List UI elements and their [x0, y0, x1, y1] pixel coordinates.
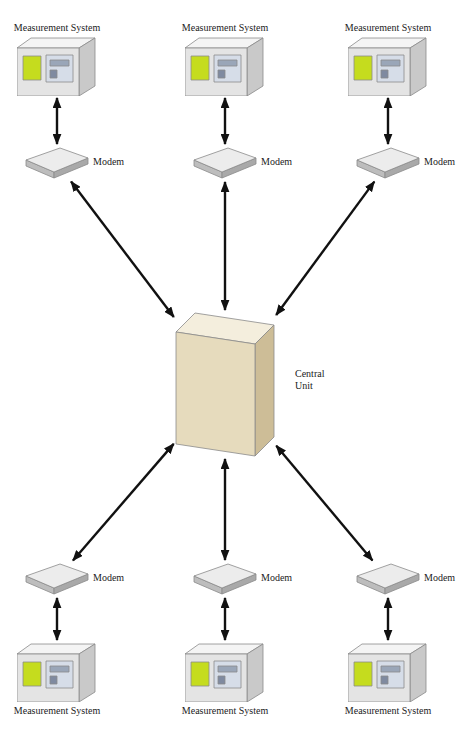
modem-top — [357, 564, 419, 588]
drive-slot — [218, 666, 237, 672]
computer-screen — [191, 56, 209, 80]
node-label: Modem — [93, 572, 124, 584]
modem-icon — [355, 146, 421, 180]
measurement-system: Measurement System — [17, 36, 97, 96]
connector-arrow — [73, 444, 174, 561]
computer-side — [79, 38, 95, 96]
server-front — [176, 332, 255, 456]
computer-front — [17, 48, 79, 96]
computer-front — [348, 48, 410, 96]
drive-slot — [50, 70, 57, 78]
drive-slot — [218, 70, 225, 78]
modem-top — [194, 564, 256, 588]
connector-arrow — [276, 446, 372, 561]
connector-arrow — [224, 182, 226, 310]
connector-arrow — [387, 598, 389, 640]
modem-box: Modem — [24, 146, 90, 180]
drive-slot — [50, 60, 69, 66]
connector-arrow — [56, 98, 58, 144]
modem-icon — [355, 562, 421, 596]
computer-side — [247, 38, 263, 96]
pc-icon — [185, 36, 265, 96]
modem-box: Modem — [355, 562, 421, 596]
pc-icon — [348, 642, 428, 702]
connector-arrow — [276, 182, 374, 315]
computer-front — [348, 654, 410, 702]
computer-front — [185, 654, 247, 702]
computer-panel — [46, 55, 73, 82]
computer-side — [410, 38, 426, 96]
connector-arrow — [224, 459, 226, 560]
connector-arrow — [387, 98, 389, 144]
computer-screen — [191, 662, 209, 686]
node-label: Measurement System — [179, 22, 271, 34]
measurement-system: Measurement System — [348, 642, 428, 702]
node-label: Measurement System — [179, 705, 271, 717]
modem-icon — [192, 146, 258, 180]
modem-box: Modem — [192, 562, 258, 596]
drive-slot — [381, 70, 388, 78]
measurement-system: Measurement System — [185, 36, 265, 96]
computer-side — [79, 644, 95, 702]
drive-slot — [50, 676, 57, 684]
modem-icon — [192, 562, 258, 596]
pc-icon — [185, 642, 265, 702]
computer-side — [247, 644, 263, 702]
pc-icon — [348, 36, 428, 96]
measurement-system: Measurement System — [348, 36, 428, 96]
node-label: Measurement System — [11, 705, 103, 717]
server-icon — [175, 312, 275, 457]
connector-arrow — [224, 598, 226, 640]
computer-screen — [354, 662, 372, 686]
measurement-system: Measurement System — [185, 642, 265, 702]
connector-arrow — [71, 182, 174, 317]
modem-top — [194, 148, 256, 172]
drive-slot — [381, 676, 388, 684]
drive-slot — [381, 60, 400, 66]
node-label: Measurement System — [342, 705, 434, 717]
computer-front — [17, 654, 79, 702]
computer-panel — [377, 55, 404, 82]
modem-top — [26, 148, 88, 172]
computer-panel — [214, 661, 241, 688]
server-side — [255, 325, 274, 456]
node-label: Measurement System — [342, 22, 434, 34]
measurement-system: Measurement System — [17, 642, 97, 702]
drive-slot — [218, 60, 237, 66]
node-label: Modem — [424, 156, 455, 168]
modem-box: Modem — [192, 146, 258, 180]
modem-icon — [24, 562, 90, 596]
modem-top — [357, 148, 419, 172]
computer-screen — [23, 56, 41, 80]
node-label: Central Unit — [295, 368, 337, 391]
computer-panel — [377, 661, 404, 688]
drive-slot — [218, 676, 225, 684]
modem-icon — [24, 146, 90, 180]
computer-panel — [214, 55, 241, 82]
computer-screen — [354, 56, 372, 80]
connector-arrow — [56, 598, 58, 640]
node-label: Modem — [261, 572, 292, 584]
computer-panel — [46, 661, 73, 688]
node-label: Modem — [424, 572, 455, 584]
node-label: Modem — [93, 156, 124, 168]
modem-box: Modem — [355, 146, 421, 180]
drive-slot — [50, 666, 69, 672]
node-label: Measurement System — [11, 22, 103, 34]
computer-screen — [23, 662, 41, 686]
modem-box: Modem — [24, 562, 90, 596]
pc-icon — [17, 642, 97, 702]
drive-slot — [381, 666, 400, 672]
connector-arrow — [224, 98, 226, 144]
modem-top — [26, 564, 88, 588]
node-label: Modem — [261, 156, 292, 168]
computer-side — [410, 644, 426, 702]
pc-icon — [17, 36, 97, 96]
computer-front — [185, 48, 247, 96]
central-unit: Central Unit — [175, 312, 275, 457]
